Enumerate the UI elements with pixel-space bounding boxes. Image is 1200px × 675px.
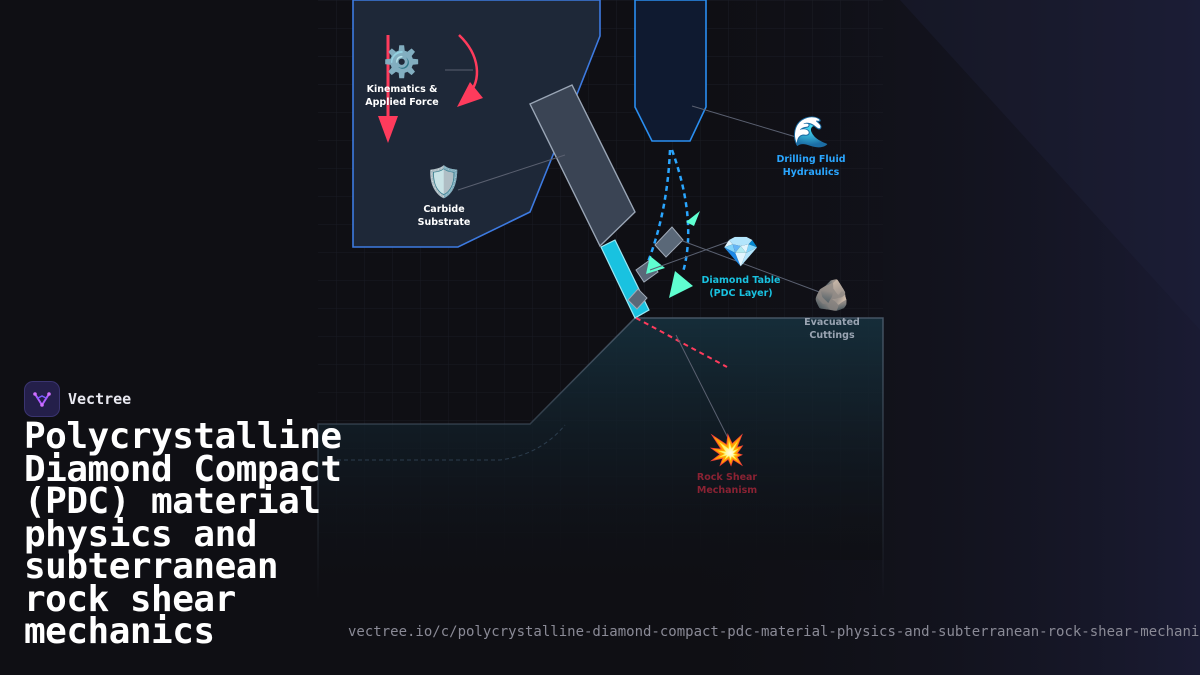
label-fluid-line2: Hydraulics: [783, 167, 840, 178]
brand-name: Vectree: [68, 390, 132, 408]
cuttings-arrow: [686, 211, 700, 226]
label-substrate-line2: Substrate: [418, 217, 471, 228]
rock-icon: 🪨: [813, 278, 850, 313]
label-kinematics: ⚙️ Kinematics & Applied Force: [365, 44, 438, 108]
leader-shear: [675, 334, 730, 441]
leader-substrate: [457, 154, 566, 191]
label-diamond-line1: Diamond Table: [701, 275, 780, 286]
label-substrate-line1: Carbide: [423, 204, 464, 215]
label-shear-line1: Rock Shear: [697, 472, 758, 483]
label-shear: 💥 Rock Shear Mechanism: [697, 432, 758, 496]
force-arrow-head: [378, 116, 398, 143]
page-title: Polycrystalline Diamond Compact (PDC) ma…: [24, 416, 342, 652]
label-cuttings-line1: Evacuated: [804, 317, 860, 328]
leader-cuttings: [679, 239, 823, 294]
rotation-arrow-head: [457, 82, 483, 107]
ambient-beam: [900, 0, 1200, 330]
label-shear-line2: Mechanism: [697, 485, 757, 496]
wave-icon: 🌊: [792, 114, 829, 150]
cutter-shank: [529, 84, 636, 248]
cutting-chip: [627, 288, 648, 310]
cuttings-arrow: [669, 271, 693, 298]
label-substrate: 🛡️ Carbide Substrate: [418, 164, 471, 228]
label-fluid-line1: Drilling Fluid: [776, 154, 845, 165]
page-url[interactable]: vectree.io/c/polycrystalline-diamond-com…: [348, 624, 1200, 640]
fluid-jet-left: [646, 149, 672, 263]
fluid-nozzle: [634, 0, 707, 142]
label-fluid: 🌊 Drilling Fluid Hydraulics: [776, 114, 845, 178]
carbide-substrate-body: [352, 0, 601, 248]
leader-diamond: [649, 239, 734, 271]
collision-icon: 💥: [708, 432, 745, 468]
label-diamond-line2: (PDC Layer): [709, 288, 772, 299]
label-diamond: 💎 Diamond Table (PDC Layer): [701, 235, 780, 299]
gem-icon: 💎: [722, 235, 759, 270]
cutting-chip: [654, 226, 684, 258]
leader-fluid: [691, 105, 797, 138]
label-cuttings-line2: Cuttings: [809, 330, 855, 341]
brand: Vectree: [24, 381, 132, 417]
gear-icon: ⚙️: [383, 44, 420, 80]
label-kinematics-line1: Kinematics &: [367, 84, 438, 95]
rock-formation: [317, 317, 884, 601]
label-cuttings: 🪨 Evacuated Cuttings: [804, 278, 860, 341]
vectree-logo-icon: [24, 381, 60, 417]
rock-inner-contour: [330, 424, 566, 461]
shield-icon: 🛡️: [425, 164, 462, 200]
label-kinematics-line2: Applied Force: [365, 97, 438, 108]
